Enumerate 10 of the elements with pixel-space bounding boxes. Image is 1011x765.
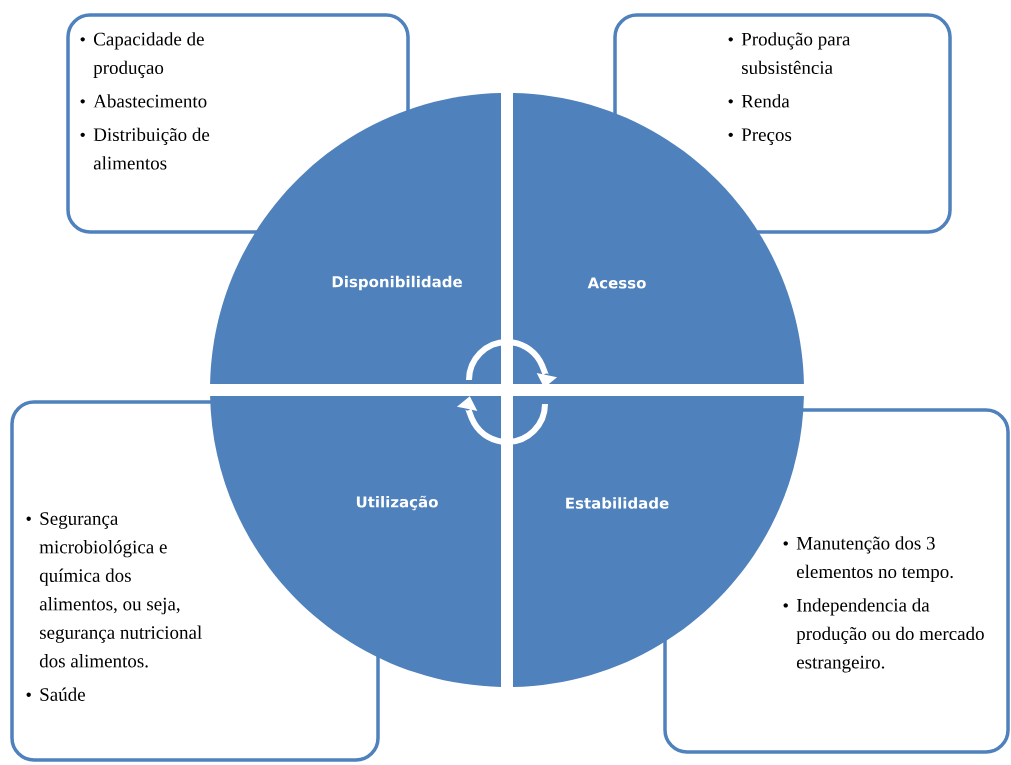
circle-quadrant: Utilização [210, 396, 501, 687]
bullet-item: Abastecimento [80, 94, 207, 108]
bullet-item: Renda [728, 94, 790, 108]
bullet-item: Distribuição de alimentos [80, 127, 210, 170]
bullet-item: Capacidade de produçao [80, 32, 204, 78]
bullet-item: Saúde [26, 687, 85, 701]
bullet-item: Produção para subsistência [728, 32, 851, 75]
circle-quadrant: Disponibilidade [210, 93, 501, 384]
bullet-item: Preços [728, 128, 792, 145]
bullet-item: Segurança microbiológica e química dos alimentos, ou seja, segurança nutricional dos alimentos. [26, 512, 202, 668]
